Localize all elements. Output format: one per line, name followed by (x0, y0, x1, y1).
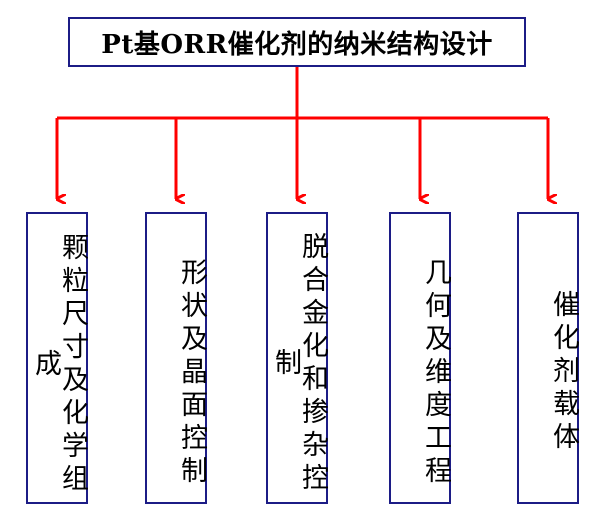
branch-node-catalyst-support: 催化剂载体 (517, 212, 579, 504)
branch-node-dealloying-doping: 脱合金化和掺杂控制 (266, 212, 328, 504)
branch-label-shape-facet: 形状及晶面控制 (176, 258, 207, 489)
root-node: Pt基ORR催化剂的纳米结构设计 (68, 17, 526, 67)
branch-node-particle-size: 颗粒尺寸及化学组成 (26, 212, 88, 504)
root-title: Pt基ORR催化剂的纳米结构设计 (101, 29, 493, 60)
branch-node-geometry-dimension: 几何及维度工程 (389, 212, 451, 504)
branch-node-shape-facet: 形状及晶面控制 (145, 212, 207, 504)
branch-label-dealloying-doping: 脱合金化和掺杂控制 (270, 232, 328, 496)
branch-label-catalyst-support: 催化剂载体 (548, 290, 579, 455)
branch-label-geometry-dimension: 几何及维度工程 (420, 258, 451, 489)
branch-label-particle-size: 颗粒尺寸及化学组成 (30, 233, 88, 497)
